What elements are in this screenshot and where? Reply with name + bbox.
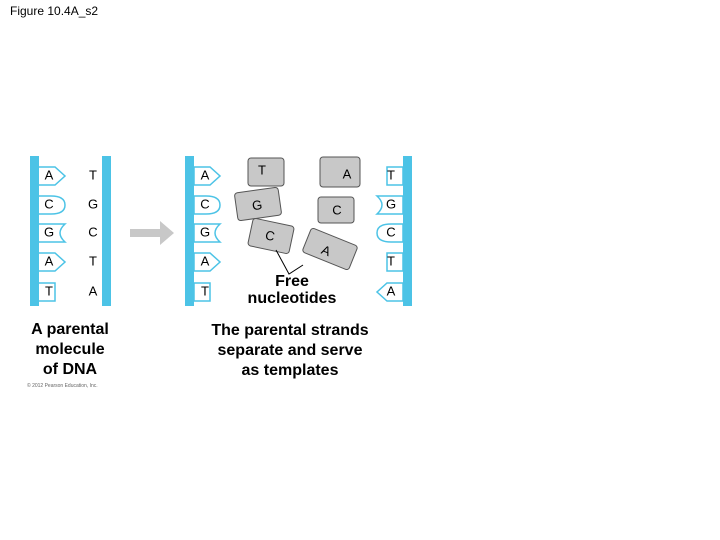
- right-template-base-shape: [375, 282, 404, 302]
- left-template-base-shape: [193, 195, 221, 215]
- parental-left-base-shape: [39, 252, 67, 272]
- free-nucleotides-pointer: [275, 249, 304, 275]
- templates-caption: The parental strands separate and serve …: [211, 322, 369, 379]
- left-template-base-label: C: [200, 196, 209, 211]
- figure-title: Figure 10.4A_s2: [10, 4, 99, 18]
- free-nucleotide-body: [247, 157, 285, 187]
- parental-left-base-label: A: [45, 253, 54, 268]
- free-nucleotide-body: [247, 217, 295, 255]
- free-nucleotide-body: [234, 186, 282, 222]
- right-template-base-label: G: [386, 196, 396, 211]
- right-template-base-shape: [386, 166, 404, 186]
- left-template-base-shape: [193, 282, 211, 302]
- free-nucleotide: T: [247, 157, 285, 187]
- parental-left-base-shape: [39, 223, 67, 243]
- left-template-base-label: A: [201, 253, 210, 268]
- parental-left-base-shape: [39, 166, 67, 186]
- right-template-backbone: [403, 156, 412, 306]
- right-template-base-label: T: [387, 167, 395, 182]
- base-pair-3: [39, 253, 102, 271]
- free-nucleotide: A: [302, 227, 358, 271]
- parental-left-base-label: A: [45, 167, 54, 182]
- free-nucleotide-body: [302, 227, 358, 271]
- parental-left-backbone: [30, 156, 39, 306]
- parental-left-base-label: G: [44, 224, 54, 239]
- left-template-base-label: G: [200, 224, 210, 239]
- free-nucleotide-label: A: [343, 166, 352, 181]
- right-template-base-shape: [376, 223, 404, 243]
- base-pair-1: [39, 196, 102, 214]
- free-nucleotide: A: [319, 156, 361, 188]
- parental-right-base-label: A: [89, 283, 98, 298]
- free-nucleotide-label: G: [251, 197, 263, 213]
- free-nucleotide: C: [247, 217, 295, 255]
- process-arrow: [130, 221, 174, 245]
- parental-right-base-label: T: [89, 167, 97, 182]
- parental-left-base-label: T: [45, 283, 53, 298]
- parental-left-base-label: C: [44, 196, 53, 211]
- free-nucleotides-caption: Free nucleotides: [247, 273, 337, 307]
- parental-right-base-label: G: [88, 196, 98, 211]
- copyright-notice: © 2012 Pearson Education, Inc.: [27, 383, 98, 389]
- left-template-base-shape: [193, 252, 222, 272]
- free-nucleotide: C: [317, 196, 355, 224]
- free-nucleotide-body: [317, 196, 355, 224]
- parental-left-base-shape: [39, 195, 66, 215]
- right-template-base-label: C: [386, 224, 395, 239]
- right-template-base-label: A: [387, 283, 396, 298]
- right-template-base-shape: [375, 195, 404, 215]
- free-nucleotide-label: T: [258, 162, 266, 177]
- left-template-backbone: [185, 156, 194, 306]
- free-nucleotide-label: C: [264, 227, 276, 244]
- parental-right-base-label: T: [89, 253, 97, 268]
- left-template-base-shape: [193, 166, 222, 186]
- right-template-base-shape: [386, 252, 404, 272]
- free-nucleotide-label: C: [332, 202, 341, 217]
- parental-right-backbone: [102, 156, 111, 306]
- free-nucleotide-body: [319, 156, 361, 188]
- parental-right-base-label: C: [88, 224, 97, 239]
- left-template-base-shape: [193, 223, 222, 243]
- left-template-base-label: A: [201, 167, 210, 182]
- right-template-base-label: T: [387, 253, 395, 268]
- base-pair-0: [39, 167, 102, 185]
- base-pair-2: [39, 224, 102, 242]
- left-template-base-label: T: [201, 283, 209, 298]
- parental-left-base-shape: [39, 282, 56, 302]
- parental-molecule-caption: A parental molecule of DNA: [31, 321, 109, 378]
- free-nucleotide: G: [234, 186, 282, 222]
